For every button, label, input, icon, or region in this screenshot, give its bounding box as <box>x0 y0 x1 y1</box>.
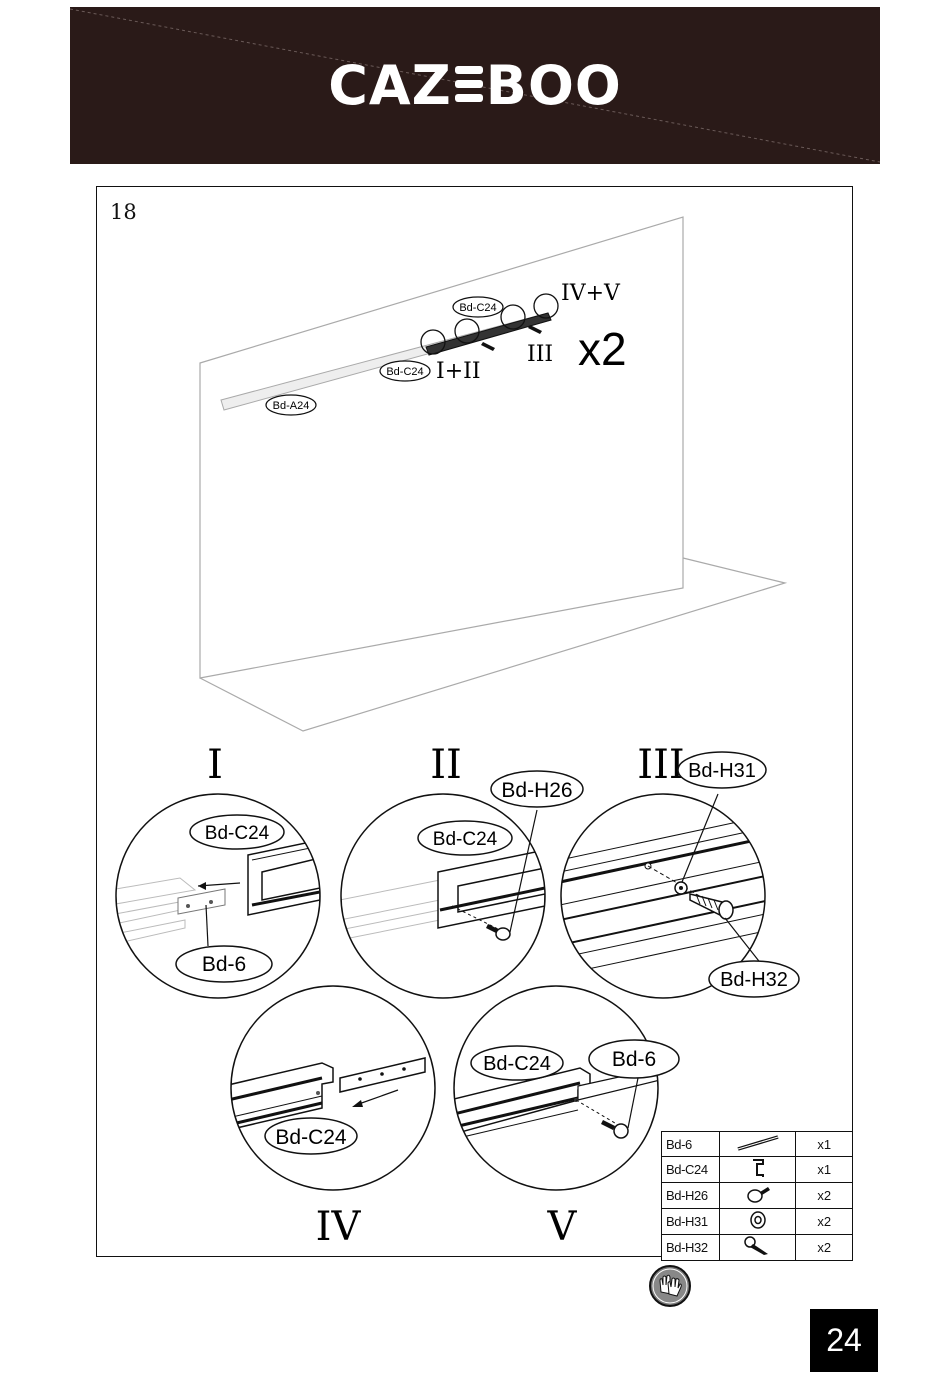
part-code: Bd-C24 <box>662 1157 720 1183</box>
overview-multiplier: x2 <box>578 323 627 375</box>
gloves-icon <box>648 1264 692 1308</box>
detail-title-iv: IV <box>316 1204 362 1250</box>
part-code: Bd-6 <box>662 1132 720 1157</box>
detail-iii-label-h32: Bd-H32 <box>720 969 788 991</box>
part-code: Bd-H32 <box>662 1235 720 1261</box>
washer-icon <box>719 1209 796 1235</box>
detail-ii-label-c24: Bd-C24 <box>433 829 498 850</box>
detail-title-i: I <box>207 742 223 788</box>
detail-iv-label-c24: Bd-C24 <box>275 1126 347 1149</box>
detail-title-v: V <box>547 1204 578 1250</box>
part-code: Bd-H26 <box>662 1183 720 1209</box>
detail-iv-circle <box>228 986 435 1190</box>
page-number: 24 <box>810 1309 878 1372</box>
detail-v-label-bd6: Bd-6 <box>612 1048 656 1071</box>
washer-icon <box>675 882 687 894</box>
part-qty: x2 <box>796 1235 853 1261</box>
parts-table: Bd-6 x1 Bd-C24 x1 Bd-H26 x2 Bd-H31 x2 Bd… <box>661 1131 853 1261</box>
rod-icon <box>719 1132 796 1157</box>
room-overview <box>200 217 785 731</box>
table-row: Bd-H26 x2 <box>662 1183 853 1209</box>
detail-title-ii: II <box>430 742 462 788</box>
table-row: Bd-H31 x2 <box>662 1209 853 1235</box>
detail-ii-label-h26: Bd-H26 <box>501 779 572 802</box>
bolt-icon <box>486 924 510 940</box>
screw-icon <box>719 1235 796 1261</box>
detail-v-label-c24: Bd-C24 <box>483 1053 551 1075</box>
overview-roman-iv-v: IV+V <box>561 281 621 306</box>
overview-label-c24-top: Bd-C24 <box>459 302 496 314</box>
part-qty: x2 <box>796 1183 853 1209</box>
detail-v-circle <box>450 986 660 1190</box>
overview-label-c24-left: Bd-C24 <box>386 366 423 378</box>
detail-i-label-c24: Bd-C24 <box>205 823 270 844</box>
overview-roman-i-ii: I+II <box>436 359 481 384</box>
part-code: Bd-H31 <box>662 1209 720 1235</box>
part-qty: x1 <box>796 1157 853 1183</box>
part-qty: x1 <box>796 1132 853 1157</box>
detail-title-iii: III <box>637 742 684 788</box>
part-qty: x2 <box>796 1209 853 1235</box>
overview-label-a24: Bd-A24 <box>273 400 310 412</box>
table-row: Bd-H32 x2 <box>662 1235 853 1261</box>
table-row: Bd-C24 x1 <box>662 1157 853 1183</box>
detail-i-label-bd6: Bd-6 <box>202 953 246 976</box>
table-row: Bd-6 x1 <box>662 1132 853 1157</box>
overview-roman-iii: III <box>527 342 553 367</box>
detail-iii-label-h31: Bd-H31 <box>688 760 756 782</box>
bracket-icon <box>719 1157 796 1183</box>
bolt-icon <box>719 1183 796 1209</box>
wall-rail <box>221 313 551 410</box>
